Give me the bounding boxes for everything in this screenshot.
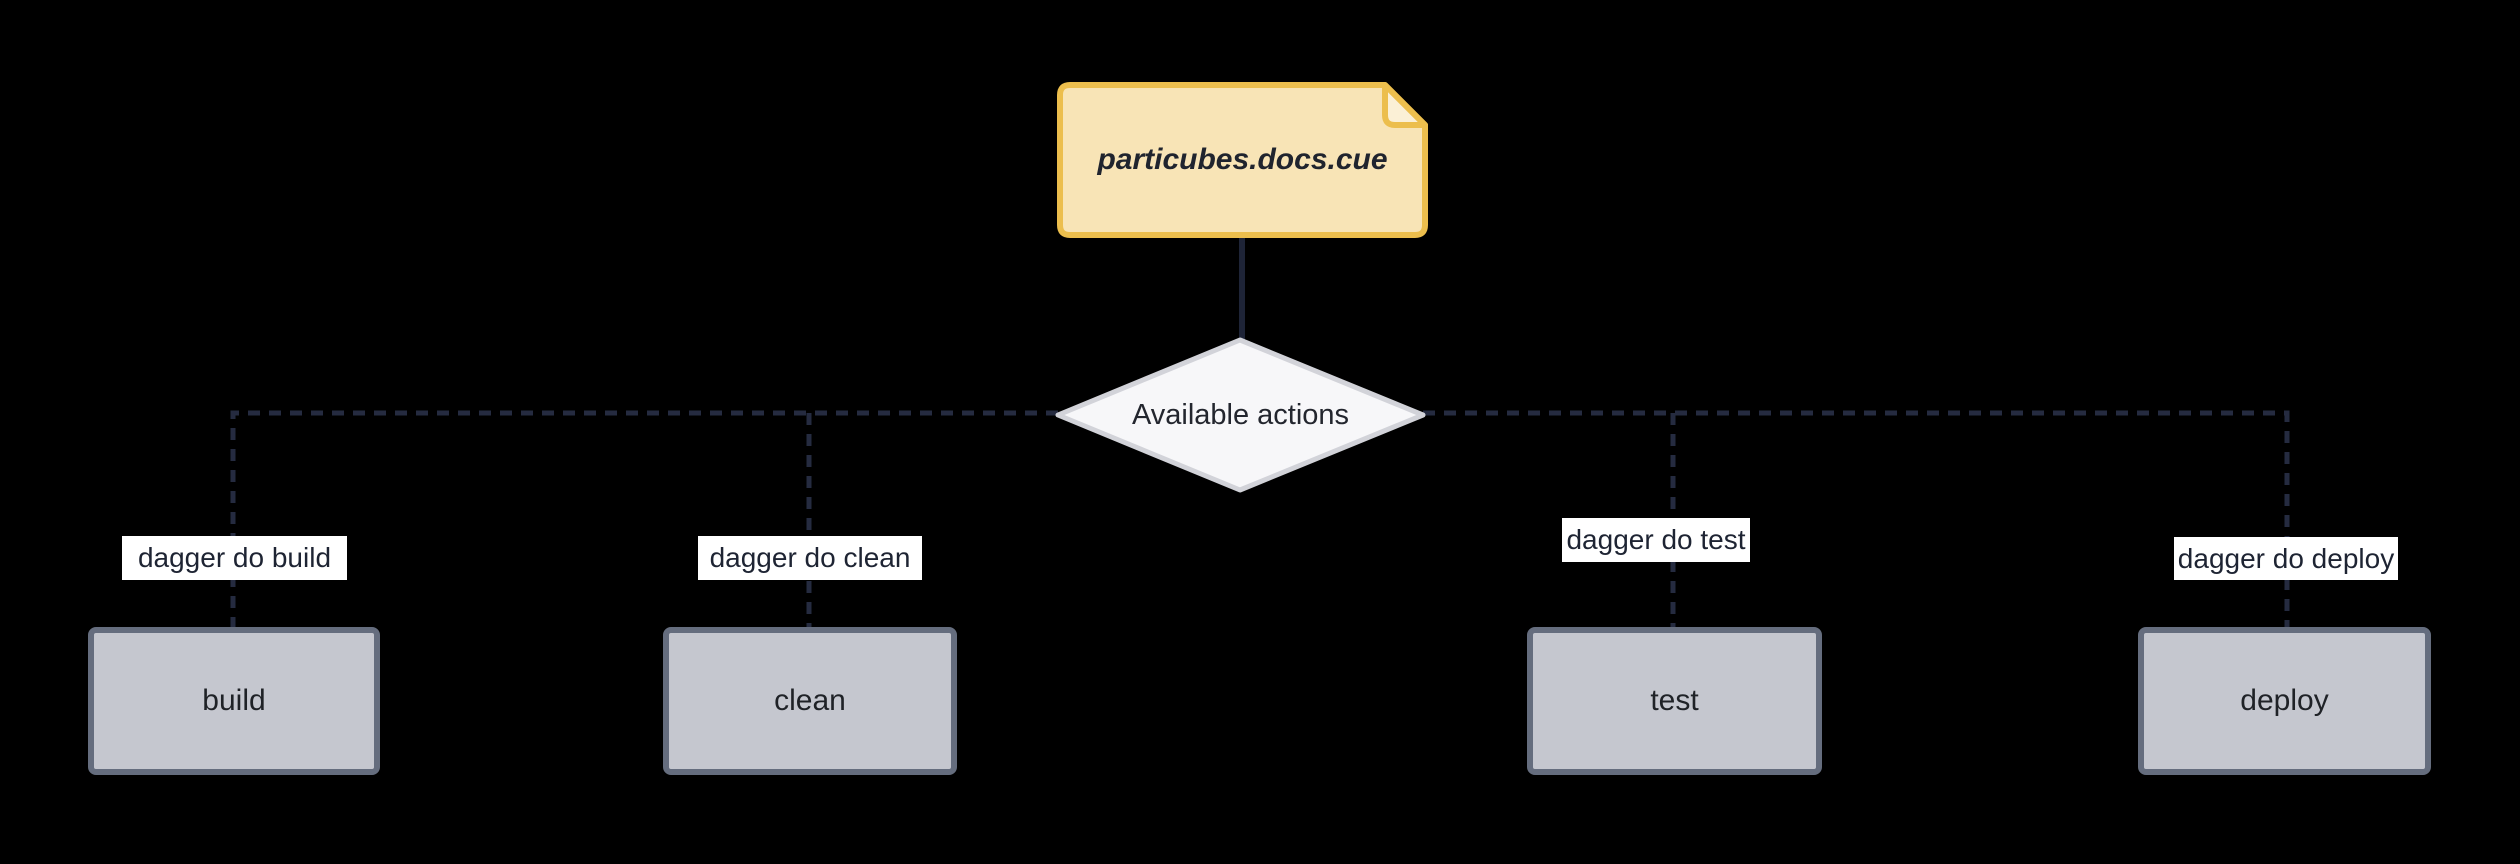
document-shape — [1057, 82, 1428, 238]
action-node-build: build — [88, 627, 380, 775]
action-node-clean: clean — [663, 627, 957, 775]
source-file-node: particubes.docs.cue — [1097, 143, 1388, 176]
folded-corner — [1382, 82, 1428, 128]
decision-node: Available actions — [1131, 398, 1350, 431]
edge-decision-to-deploy — [1423, 410, 2290, 627]
action-node-deploy: deploy — [2138, 627, 2431, 775]
action-node-test: test — [1527, 627, 1822, 775]
edge-label-test: dagger do test — [1562, 518, 1750, 562]
edge-label-clean: dagger do clean — [698, 536, 922, 580]
edge-decision-to-build — [230, 410, 1058, 627]
edge-label-deploy: dagger do deploy — [2174, 537, 2398, 580]
edge-label-build: dagger do build — [122, 536, 347, 580]
diamond-shape — [1055, 337, 1426, 493]
